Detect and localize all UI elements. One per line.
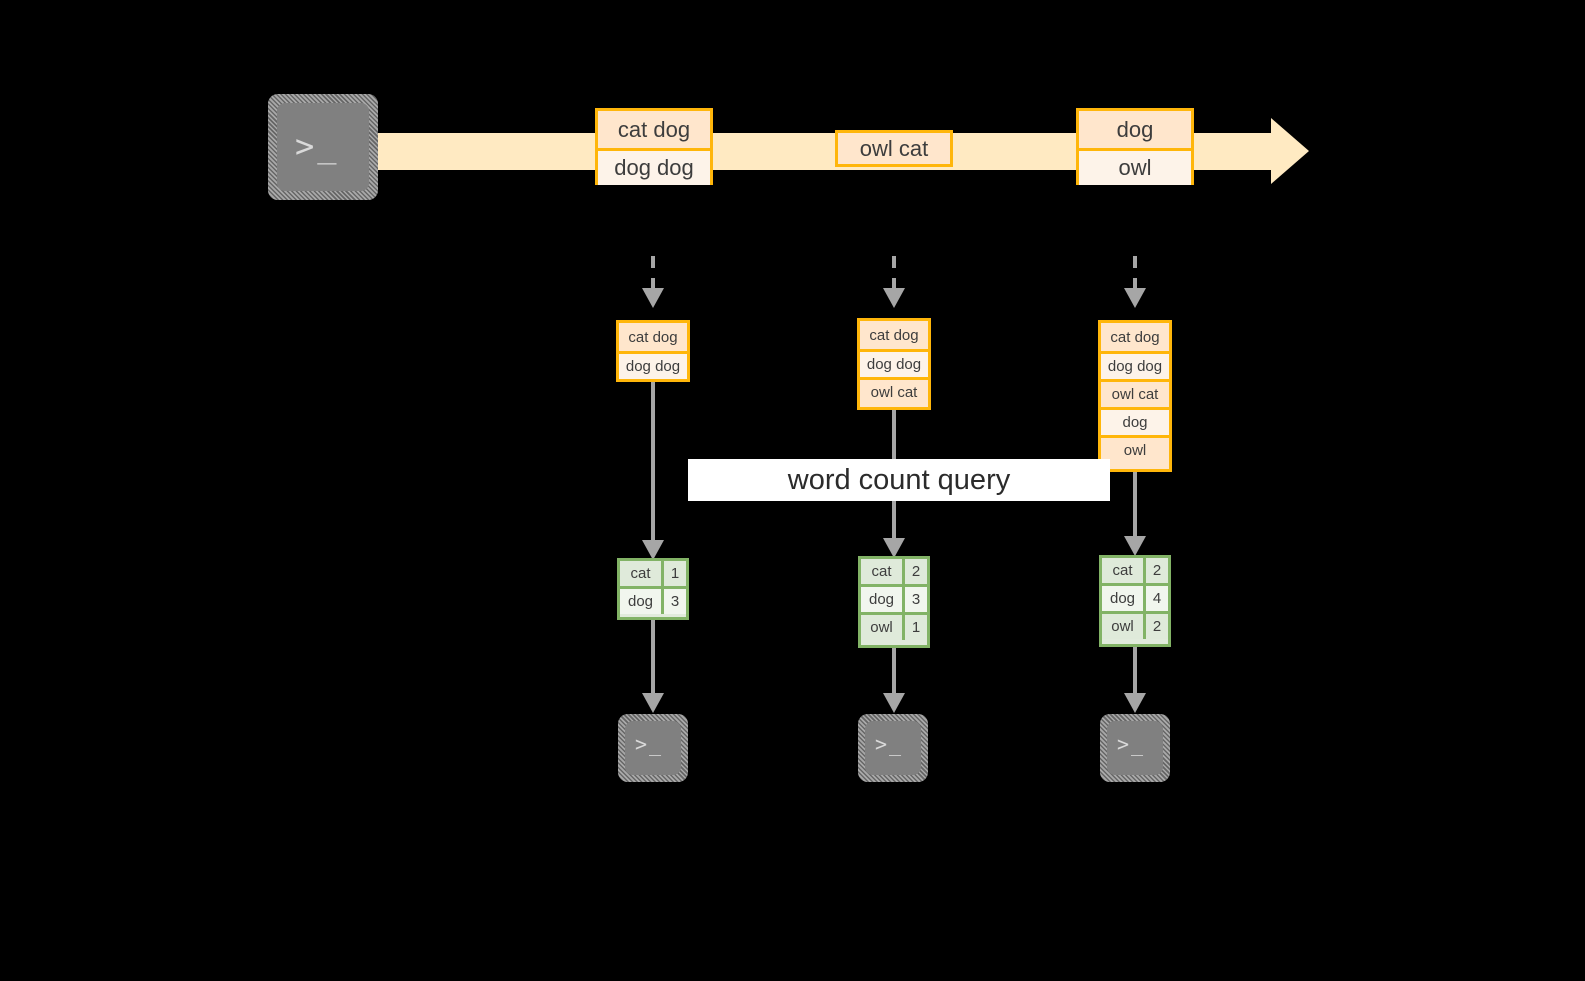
snapshot-2-sink-connector [892,648,896,695]
terminal-screen [277,103,369,191]
snapshot-2-sink-arrowhead [883,693,905,713]
snapshot-3-result-row-2: dog 4 [1102,583,1168,611]
snapshot-1-sink-connector [651,620,655,695]
snapshot-3-input-line-3: owl cat [1101,379,1169,407]
word-count-query-label: word count query [688,459,1110,501]
stream-event-1-line-2: dog dog [598,148,710,185]
snapshot-3-result-word-1: cat [1102,558,1146,583]
source-terminal[interactable]: >_ [268,94,378,200]
snapshot-1-result-word-2: dog [620,589,664,614]
terminal-prompt-icon: >_ [875,732,904,756]
snapshot-2-result-word-1: cat [861,559,905,584]
snapshot-2-sink-terminal[interactable]: >_ [858,714,928,782]
snapshot-1-dashed-connector [651,256,655,290]
snapshot-1-input-line-1: cat dog [619,323,687,351]
snapshot-1-result-word-1: cat [620,561,664,586]
stream-event-3-line-2: owl [1079,148,1191,185]
terminal-prompt-icon: >_ [635,732,664,756]
snapshot-3-result-count-3: 2 [1146,614,1168,639]
snapshot-3-sink-connector [1133,647,1137,695]
snapshot-2-dashed-connector [892,256,896,290]
terminal-prompt-icon: >_ [295,127,340,165]
snapshot-3-input-table[interactable]: cat dog dog dog owl cat dog owl [1098,320,1172,472]
snapshot-1-result-row-2: dog 3 [620,586,686,614]
terminal-screen [1107,721,1163,775]
snapshot-2-input-table[interactable]: cat dog dog dog owl cat [857,318,931,410]
snapshot-2-result-arrowhead [883,538,905,558]
stream-event-1-line-1: cat dog [598,111,710,148]
snapshot-1-input-table[interactable]: cat dog dog dog [616,320,690,382]
snapshot-3-result-row-3: owl 2 [1102,611,1168,639]
snapshot-3-dashed-connector [1133,256,1137,290]
snapshot-2-result-table[interactable]: cat 2 dog 3 owl 1 [858,556,930,648]
snapshot-3-sink-arrowhead [1124,693,1146,713]
stream-event-3[interactable]: dog owl [1076,108,1194,185]
snapshot-2-input-line-1: cat dog [860,321,928,349]
event-stream-arrowhead [1271,118,1309,184]
stream-event-2[interactable]: owl cat [835,130,953,167]
snapshot-1-input-line-2: dog dog [619,351,687,379]
terminal-prompt-icon: >_ [1117,732,1146,756]
snapshot-1-result-count-2: 3 [664,589,686,614]
snapshot-3-query-connector [1133,472,1137,538]
snapshot-1-sink-terminal[interactable]: >_ [618,714,688,782]
snapshot-1-query-connector [651,382,655,542]
snapshot-2-result-row-2: dog 3 [861,584,927,612]
snapshot-3-result-word-2: dog [1102,586,1146,611]
snapshot-3-result-count-2: 4 [1146,586,1168,611]
snapshot-3-result-row-1: cat 2 [1102,558,1168,583]
snapshot-3-sink-terminal[interactable]: >_ [1100,714,1170,782]
snapshot-3-result-arrowhead [1124,536,1146,556]
snapshot-2-result-count-2: 3 [905,587,927,612]
stream-event-3-line-1: dog [1079,111,1191,148]
snapshot-3-input-line-5: owl [1101,435,1169,463]
snapshot-2-input-line-3: owl cat [860,377,928,405]
snapshot-2-result-word-2: dog [861,587,905,612]
stream-event-1[interactable]: cat dog dog dog [595,108,713,185]
snapshot-3-result-count-1: 2 [1146,558,1168,583]
snapshot-1-result-table[interactable]: cat 1 dog 3 [617,558,689,620]
snapshot-1-result-count-1: 1 [664,561,686,586]
snapshot-2-result-count-1: 2 [905,559,927,584]
snapshot-3-input-line-1: cat dog [1101,323,1169,351]
snapshot-3-result-table[interactable]: cat 2 dog 4 owl 2 [1099,555,1171,647]
snapshot-3-result-word-3: owl [1102,614,1146,639]
snapshot-2-result-row-3: owl 1 [861,612,927,640]
snapshot-3-input-line-4: dog [1101,407,1169,435]
snapshot-1-inbound-arrowhead [642,288,664,308]
snapshot-1-sink-arrowhead [642,693,664,713]
terminal-screen [625,721,681,775]
terminal-screen [865,721,921,775]
snapshot-2-result-word-3: owl [861,615,905,640]
snapshot-3-input-line-2: dog dog [1101,351,1169,379]
snapshot-3-inbound-arrowhead [1124,288,1146,308]
stream-event-2-line-1: owl cat [838,133,950,164]
snapshot-2-result-row-1: cat 2 [861,559,927,584]
snapshot-1-result-row-1: cat 1 [620,561,686,586]
snapshot-1-result-arrowhead [642,540,664,560]
snapshot-2-input-line-2: dog dog [860,349,928,377]
snapshot-2-inbound-arrowhead [883,288,905,308]
snapshot-2-result-count-3: 1 [905,615,927,640]
